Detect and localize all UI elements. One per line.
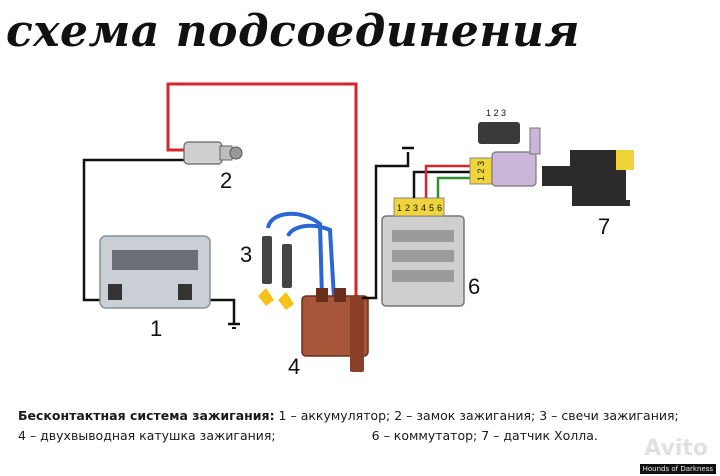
black-wire-battery-to-switch — [82, 158, 186, 302]
label-2: 2 — [220, 168, 232, 193]
switch-pin-5: 5 — [429, 203, 434, 213]
label-4: 4 — [288, 354, 300, 379]
ignition-coil — [301, 288, 369, 372]
credit: Hounds of Darkness — [639, 464, 716, 474]
caption-heading: Бесконтактная система зажигания: — [18, 408, 275, 423]
sensor-plug-pin-labels: 1 2 3 — [476, 161, 486, 181]
blue-wires-spark-leads — [266, 211, 336, 299]
caption-line-1-text: 1 – аккумулятор; 2 – замок зажигания; 3 … — [274, 408, 679, 423]
switch-pin-4: 4 — [421, 203, 426, 213]
spark-plugs — [258, 236, 294, 310]
connector-pin-labels: 1 2 3 — [486, 108, 506, 118]
sensor-plug — [469, 127, 541, 187]
switch-pin-2: 2 — [405, 203, 410, 213]
caption-line-1: Бесконтактная система зажигания: 1 – акк… — [18, 408, 679, 423]
wires-coil-to-switch — [362, 146, 414, 300]
caption-line-2: 4 – двухвыводная катушка зажигания; 6 – к… — [18, 428, 598, 443]
hall-sensor — [542, 150, 634, 206]
battery — [99, 235, 211, 309]
label-1: 1 — [150, 316, 162, 341]
watermark: Avito — [644, 436, 708, 461]
ignition-switch — [183, 141, 243, 165]
switch-pin-1: 1 — [397, 203, 402, 213]
connector — [478, 122, 520, 144]
switch-pin-6: 6 — [437, 203, 442, 213]
switch-module — [381, 197, 465, 307]
diagram-title: схема подсоединения — [6, 6, 580, 57]
red-wire-switch-to-coil — [166, 82, 358, 298]
switch-pin-3: 3 — [413, 203, 418, 213]
caption-line-2-part-b: 6 – коммутатор; 7 – датчик Холла. — [371, 428, 598, 443]
label-7: 7 — [598, 214, 610, 239]
wires-module-to-sensor — [412, 164, 470, 198]
label-6: 6 — [468, 274, 480, 299]
label-3: 3 — [240, 242, 252, 267]
caption-line-2-part-a: 4 – двухвыводная катушка зажигания; — [18, 428, 276, 443]
